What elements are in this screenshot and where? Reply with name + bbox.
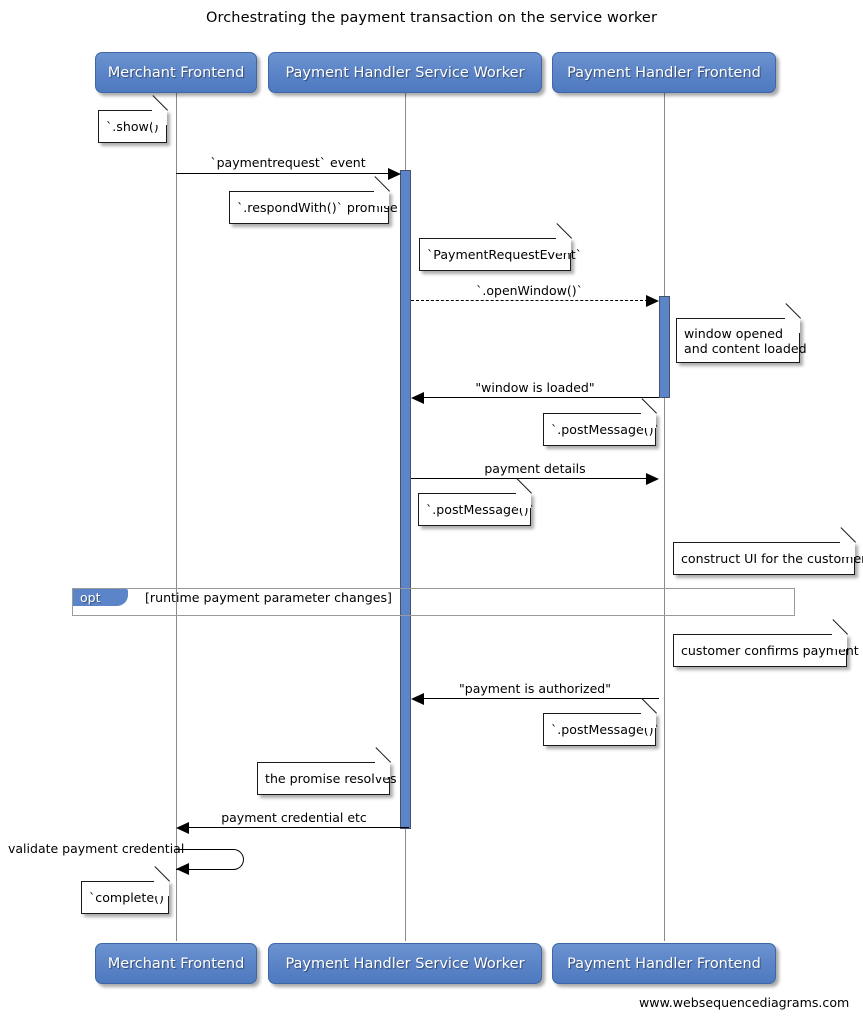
fragment-condition-label: [runtime payment parameter changes] [145,590,392,605]
arrow-head-icon [411,392,424,404]
note-fold-icon [154,881,169,896]
note-text: `.postMessage()` [426,502,535,517]
note-fold-icon [641,713,656,728]
note-fold-icon [152,110,167,125]
note-fold-edge-icon [641,398,657,414]
note-fold-edge-icon [375,747,391,763]
fragment-operator-label: opt [73,589,128,606]
note-fold-icon [840,542,855,557]
participant-label: Payment Handler Service Worker [285,955,525,972]
message-line-paymentrequest-event [176,173,389,174]
note-text: `.postMessage()` [551,722,660,737]
note-fold-icon [641,413,656,428]
arrow-head-icon [176,822,189,834]
message-line-payment-credential-etc [189,827,409,828]
participant-label: Merchant Frontend [107,955,245,972]
participant-top-payment-handler-service-worker[interactable]: Payment Handler Service Worker [268,52,542,93]
note-construct-ui-for-customer: construct UI for the customer [673,527,863,575]
lifeline-merchant-frontend [176,93,177,941]
note-respondwith-promise: `.respondWith()` promise [229,176,398,224]
note-text: `.postMessage()` [551,422,660,437]
note-fold-icon [832,634,847,649]
message-label-validate-payment-credential: validate payment credential [8,841,185,856]
message-label-payment-credential-etc: payment credential etc [221,810,367,825]
participant-bottom-merchant-frontend[interactable]: Merchant Frontend [95,943,257,984]
note-fold-edge-icon [516,478,532,494]
message-label-payment-details: payment details [484,461,586,476]
note-fold-edge-icon [152,95,168,111]
participant-label: Payment Handler Frontend [567,64,761,81]
lifeline-payment-handler-frontend [664,93,665,941]
message-label-openwindow: `.openWindow()` [476,283,583,298]
message-line-window-is-loaded [424,397,659,398]
note-show: `.show()` [98,95,168,143]
fragment-opt [72,588,795,616]
note-text: window opened and content loaded [684,325,807,356]
activation-service-worker [400,170,411,829]
arrow-head-icon [411,693,424,705]
note-postmessage-2: `.postMessage()` [418,478,535,526]
note-fold-icon [516,493,531,508]
note-fold-edge-icon [832,619,848,635]
note-fold-edge-icon [641,698,657,714]
note-fold-icon [374,191,389,206]
message-line-payment-is-authorized [424,698,659,699]
note-window-opened-content-loaded: window opened and content loaded [676,303,807,363]
page-title: Orchestrating the payment transaction on… [205,10,658,26]
note-text: `PaymentRequestEvent` [427,247,582,262]
note-text: construct UI for the customer [681,551,863,566]
note-text: `complete()` [89,890,171,905]
message-line-openwindow [411,300,648,301]
participant-label: Merchant Frontend [107,64,245,81]
note-fold-edge-icon [840,527,856,543]
participant-label: Payment Handler Frontend [567,955,761,972]
arrow-head-icon [388,168,401,180]
arrow-head-icon [176,863,189,875]
participant-label: Payment Handler Service Worker [285,64,525,81]
activation-payment-handler-frontend [659,296,670,398]
arrow-head-icon [646,473,659,485]
note-fold-edge-icon [785,303,801,319]
footer-watermark: www.websequencediagrams.com [639,995,850,1010]
arrow-head-icon [646,295,659,307]
note-fold-icon [556,238,571,253]
participant-top-payment-handler-frontend[interactable]: Payment Handler Frontend [552,52,776,93]
participant-bottom-payment-handler-frontend[interactable]: Payment Handler Frontend [552,943,776,984]
note-postmessage-3: `.postMessage()` [543,698,660,746]
note-fold-icon [785,318,800,333]
note-fold-icon [375,762,390,777]
note-fold-edge-icon [154,866,170,882]
note-complete: `complete()` [81,866,171,914]
note-customer-confirms-payment: customer confirms payment [673,619,859,667]
note-postmessage-1: `.postMessage()` [543,398,660,446]
note-paymentrequestevent: `PaymentRequestEvent` [419,223,582,271]
note-fold-edge-icon [556,223,572,239]
message-label-payment-is-authorized: "payment is authorized" [459,681,611,696]
message-line-payment-details [411,478,647,479]
message-label-paymentrequest-event: `paymentrequest` event [210,155,366,170]
note-the-promise-resolves: the promise resolves [257,747,397,795]
participant-bottom-payment-handler-service-worker[interactable]: Payment Handler Service Worker [268,943,542,984]
message-label-window-is-loaded: "window is loaded" [475,380,595,395]
note-text: `.show()` [106,119,165,134]
self-message-loop-validate-payment-credential [176,849,244,870]
participant-top-merchant-frontend[interactable]: Merchant Frontend [95,52,257,93]
